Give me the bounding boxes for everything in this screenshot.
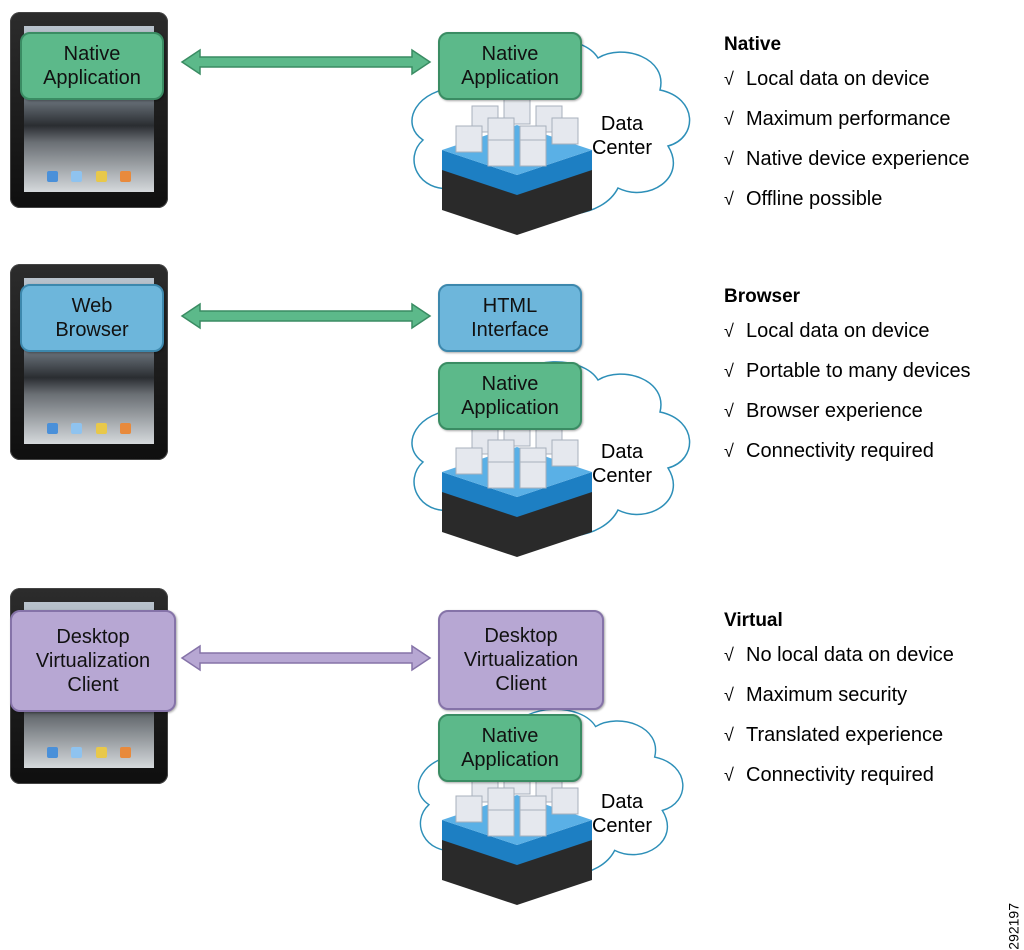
virtual-row: Desktop Virtualization Client Desktop Vi… bbox=[0, 568, 1024, 913]
device-label-line: Native bbox=[63, 43, 121, 65]
feature-item: √Maximum performance bbox=[724, 108, 951, 130]
feature-item: √No local data on device bbox=[724, 644, 954, 666]
bidirectional-arrow bbox=[180, 644, 432, 672]
server-box-line: Desktop bbox=[484, 625, 558, 647]
server-stack-icon bbox=[442, 767, 592, 905]
server-native-application-box: Native Application bbox=[438, 32, 582, 100]
server-box-line: Application bbox=[461, 749, 559, 771]
device-label-line: Desktop bbox=[56, 626, 130, 648]
check-icon: √ bbox=[724, 109, 734, 129]
check-icon: √ bbox=[724, 189, 734, 209]
check-icon: √ bbox=[724, 645, 734, 665]
bidirectional-arrow bbox=[180, 48, 432, 76]
check-icon: √ bbox=[724, 725, 734, 745]
native-feature-list: Native √Local data on device √Maximum pe… bbox=[724, 34, 969, 226]
device-web-browser-box: Web Browser bbox=[20, 284, 164, 352]
check-icon: √ bbox=[724, 361, 734, 381]
feature-item: √Portable to many devices bbox=[724, 360, 971, 382]
reference-number: 292197 bbox=[1006, 903, 1022, 950]
feature-item: √Native device experience bbox=[724, 148, 970, 170]
device-label-line: Virtualization bbox=[35, 650, 151, 672]
device-label-line: Client bbox=[67, 674, 119, 696]
server-desktop-virtualization-client-box: Desktop Virtualization Client bbox=[438, 610, 604, 710]
server-box-line: Native bbox=[481, 373, 539, 395]
feature-heading: Virtual bbox=[724, 610, 783, 631]
device-label-line: Browser bbox=[55, 319, 129, 341]
browser-row: Web Browser HTML Interface Native Applic… bbox=[0, 252, 1024, 562]
feature-heading: Browser bbox=[724, 286, 801, 307]
device-label-line: Web bbox=[71, 295, 113, 317]
feature-item: √Connectivity required bbox=[724, 764, 934, 786]
data-center-label: Data Center bbox=[591, 791, 653, 837]
feature-item: √Browser experience bbox=[724, 400, 923, 422]
device-native-application-box: Native Application bbox=[20, 32, 164, 100]
data-center-label: Data Center bbox=[591, 113, 653, 159]
server-box-line: Application bbox=[461, 397, 559, 419]
tablet-dock bbox=[24, 742, 154, 762]
bidirectional-arrow bbox=[180, 302, 432, 330]
device-desktop-virtualization-client-box: Desktop Virtualization Client bbox=[10, 610, 176, 712]
server-native-application-box: Native Application bbox=[438, 714, 582, 782]
check-icon: √ bbox=[724, 765, 734, 785]
check-icon: √ bbox=[724, 441, 734, 461]
server-box-line: Interface bbox=[471, 319, 549, 341]
virtual-feature-list: Virtual √No local data on device √Maximu… bbox=[724, 610, 954, 802]
check-icon: √ bbox=[724, 321, 734, 341]
feature-item: √Maximum security bbox=[724, 684, 908, 706]
server-box-line: Native bbox=[481, 725, 539, 747]
server-html-interface-box: HTML Interface bbox=[438, 284, 582, 352]
server-box-line: Native bbox=[481, 43, 539, 65]
server-box-line: Client bbox=[495, 673, 547, 695]
feature-item: √Local data on device bbox=[724, 68, 930, 90]
tablet-dock bbox=[24, 166, 154, 186]
native-row: Native Application Native Application Da… bbox=[0, 0, 1024, 290]
server-box-line: Virtualization bbox=[463, 649, 579, 671]
server-stack-icon bbox=[442, 419, 592, 557]
browser-feature-list: Browser √Local data on device √Portable … bbox=[724, 286, 971, 478]
server-stack-icon bbox=[442, 97, 592, 235]
device-label-line: Application bbox=[43, 67, 141, 89]
check-icon: √ bbox=[724, 401, 734, 421]
feature-item: √Offline possible bbox=[724, 188, 883, 210]
check-icon: √ bbox=[724, 685, 734, 705]
feature-heading: Native bbox=[724, 34, 782, 55]
check-icon: √ bbox=[724, 149, 734, 169]
feature-item: √Translated experience bbox=[724, 724, 944, 746]
data-center-label: Data Center bbox=[591, 441, 653, 487]
feature-item: √Local data on device bbox=[724, 320, 930, 342]
feature-item: √Connectivity required bbox=[724, 440, 934, 462]
server-native-application-box: Native Application bbox=[438, 362, 582, 430]
check-icon: √ bbox=[724, 69, 734, 89]
server-box-line: Application bbox=[461, 67, 559, 89]
tablet-dock bbox=[24, 418, 154, 438]
server-box-line: HTML bbox=[482, 295, 538, 317]
